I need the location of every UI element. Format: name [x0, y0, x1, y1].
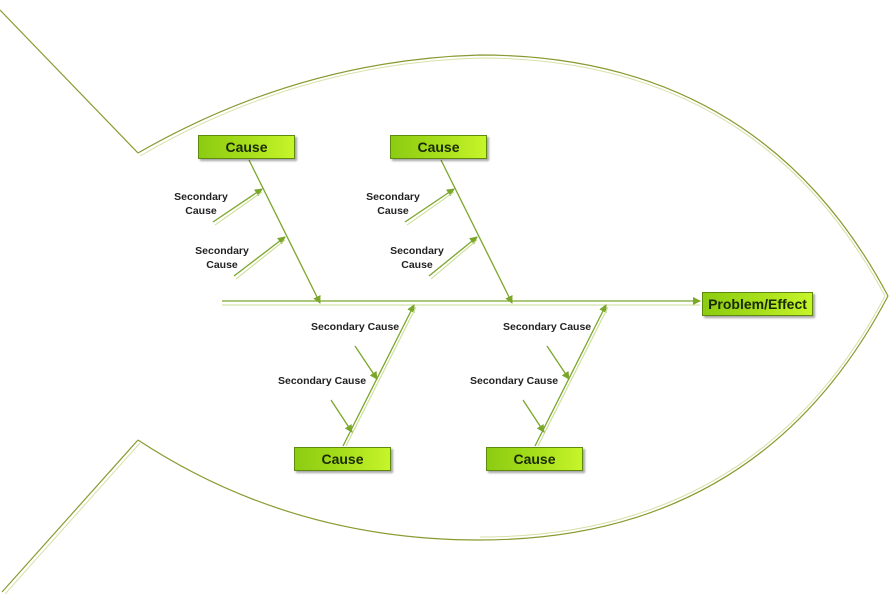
sub-bottom-1a: [354, 345, 378, 380]
sub-top-1a: [212, 188, 263, 223]
effect-box[interactable]: Problem/Effect: [702, 292, 813, 316]
label-line: Secondary: [366, 191, 420, 203]
sub-bottom-2a: [546, 345, 570, 380]
cause-box-top-2[interactable]: Cause: [390, 135, 487, 159]
branch-bottom-1: [342, 304, 415, 447]
sub-top-1b: [233, 236, 286, 277]
label-line: Secondary: [195, 245, 249, 257]
label-line: Secondary: [174, 191, 228, 203]
cause-box-top-1[interactable]: Cause: [198, 135, 295, 159]
fish-tail-top: [0, 9, 139, 154]
bottom-branches: [330, 304, 609, 447]
cause-box-bottom-2[interactable]: Cause: [486, 447, 583, 471]
label-line: Cause: [185, 205, 217, 217]
spine: [222, 297, 701, 306]
secondary-cause-label: Secondary Cause: [172, 190, 230, 218]
secondary-cause-label: Secondary Cause: [388, 244, 446, 272]
fish-body-top: [137, 54, 889, 297]
fish-outline: [0, 9, 889, 594]
label-line: Cause: [377, 205, 409, 217]
branch-top-2: [440, 159, 513, 304]
sub-top-2a: [404, 188, 455, 223]
fish-tail-bottom: [1, 439, 139, 593]
cause-box-bottom-1[interactable]: Cause: [294, 447, 391, 471]
secondary-cause-label: Secondary Cause: [311, 321, 400, 333]
secondary-cause-label: Secondary Cause: [503, 321, 592, 333]
label-line: Secondary: [390, 245, 444, 257]
secondary-cause-label: Secondary Cause: [470, 375, 559, 387]
sub-top-2b: [428, 236, 478, 277]
label-line: Cause: [401, 259, 433, 271]
label-line: Cause: [206, 259, 238, 271]
secondary-cause-label: Secondary Cause: [193, 244, 251, 272]
branch-bottom-2: [534, 304, 607, 447]
branch-top-1: [248, 159, 321, 304]
fish-body-bottom-inner: [479, 295, 886, 538]
sub-bottom-1b: [330, 399, 353, 433]
secondary-cause-label: Secondary Cause: [278, 375, 367, 387]
fish-body-top-inner: [139, 57, 886, 297]
top-branches: [212, 159, 513, 304]
fish-body-bottom: [137, 295, 889, 541]
sub-bottom-2b: [522, 399, 545, 433]
secondary-cause-label: Secondary Cause: [364, 190, 422, 218]
fish-tail-bottom-inner: [4, 442, 141, 594]
